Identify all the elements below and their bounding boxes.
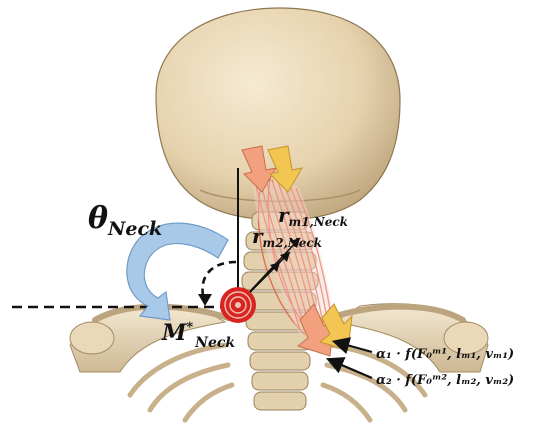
force2-label: α₂ · f(F₀ᵐ², lₘ₂, vₘ₂) <box>376 373 514 388</box>
neck-joint-icon <box>220 287 256 323</box>
theta-neck-label: θNeck <box>88 201 162 240</box>
moment-arc-arrowhead <box>198 294 212 306</box>
force1-label: α₁ · f(F₀ᵐ¹, lₘ₁, vₘ₁) <box>376 347 514 362</box>
